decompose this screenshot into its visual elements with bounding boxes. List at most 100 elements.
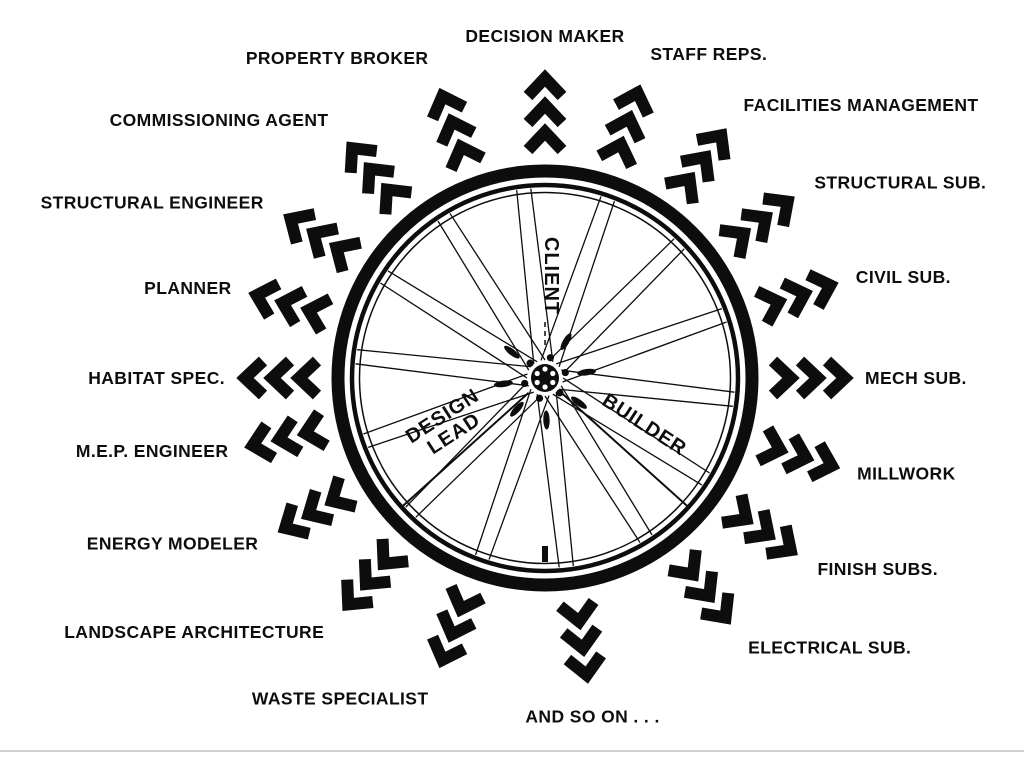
chevron-arrows (344, 141, 413, 215)
chevron (296, 409, 330, 452)
stakeholder-label: FACILITIES MANAGEMENT (744, 95, 979, 115)
chevron (683, 570, 719, 604)
stakeholder-label: PLANNER (144, 278, 231, 298)
hub-flange-hole (546, 354, 555, 362)
stakeholder-label: PROPERTY BROKER (246, 48, 429, 68)
chevron (344, 141, 378, 174)
chevron (236, 356, 268, 400)
chevron (341, 579, 374, 612)
chevron (762, 192, 795, 228)
spoke-line (544, 395, 641, 543)
stakeholder-label: COMMISSIONING AGENT (110, 110, 329, 130)
spoke-line (536, 394, 560, 568)
chevron (436, 609, 477, 643)
spoke-nipple (560, 333, 572, 351)
chevron (613, 84, 654, 118)
spoke-line (540, 196, 602, 361)
chevron-arrows (755, 425, 841, 483)
chevron (768, 356, 800, 400)
spoke-line (415, 395, 542, 518)
chevron (779, 277, 813, 319)
stakeholder-label: WASTE SPECIALIST (252, 688, 429, 708)
spoke-line (530, 188, 554, 362)
chevron (743, 509, 776, 545)
chevron (263, 356, 295, 400)
chevron (604, 110, 646, 144)
chevron (358, 559, 392, 591)
spoke-nipple (504, 345, 520, 359)
chevron (248, 278, 282, 320)
valve-stem (542, 546, 548, 562)
hub-flange-hole (556, 389, 564, 397)
chevron-arrows (667, 549, 735, 625)
spoke-nipple (571, 396, 587, 409)
chevron (274, 286, 308, 328)
spoke-line (357, 349, 531, 368)
chevron-arrows (236, 356, 322, 400)
spoke-nipple (493, 380, 513, 388)
spoke-line (555, 392, 574, 566)
chevron (718, 224, 752, 259)
page-bottom-rule (0, 750, 1024, 752)
chevron-arrows (664, 128, 731, 205)
builder-leader-line (560, 391, 690, 508)
chevron (559, 624, 603, 657)
chevron-arrows (556, 597, 606, 684)
spoke-nipple (510, 401, 524, 417)
chevron (556, 597, 599, 631)
spoke-line (562, 377, 710, 474)
chevron (523, 123, 567, 155)
chevron-arrows (277, 475, 358, 540)
spoke-line (437, 220, 530, 371)
chevron (563, 651, 606, 684)
spoke-line (367, 391, 534, 449)
chevron (328, 236, 362, 274)
stakeholder-label: CIVIL SUB. (856, 267, 951, 287)
chevron (301, 489, 335, 527)
chevron (445, 138, 486, 172)
hub-hole (534, 379, 540, 386)
spoke-line (380, 282, 528, 379)
chevron-arrows (427, 87, 486, 172)
spoke-line (488, 395, 550, 560)
chevron (721, 493, 754, 529)
chevron (244, 421, 278, 464)
design-lead-leader-line (400, 391, 530, 508)
chevron-arrows (283, 208, 362, 274)
chevron-arrows (244, 409, 330, 464)
stakeholder-label: M.E.P. ENGINEER (76, 441, 229, 461)
chevron (795, 356, 827, 400)
chevron (740, 208, 773, 243)
chevron (379, 182, 413, 215)
hub-flange-hole (561, 368, 569, 377)
wheel-tire (331, 164, 759, 592)
chevron-arrows (248, 278, 334, 335)
chevron (765, 524, 798, 560)
wheel-hub (521, 354, 569, 402)
stakeholder-label: MECH SUB. (865, 368, 967, 388)
chevron (664, 171, 699, 205)
spoke-line (560, 385, 653, 536)
hub-flange-hole (526, 359, 534, 367)
chevron (755, 425, 789, 467)
chevron-arrows (721, 493, 798, 560)
chevron (306, 222, 339, 259)
chevron (667, 549, 702, 582)
spoke-line (559, 388, 733, 407)
chevron (822, 356, 854, 400)
chevron (805, 269, 839, 310)
stakeholder-label: ELECTRICAL SUB. (748, 638, 911, 658)
stakeholder-label: AND SO ON . . . (525, 707, 659, 727)
chevron (376, 538, 409, 571)
chevron (781, 433, 815, 475)
chevron (324, 475, 358, 513)
chevron (807, 441, 841, 483)
chevron (596, 135, 638, 169)
chevron (277, 502, 311, 540)
chevron-arrows (768, 356, 854, 400)
hub-hole (534, 370, 540, 377)
stakeholder-label: DECISION MAKER (465, 26, 624, 46)
chevron-arrows (754, 269, 839, 327)
